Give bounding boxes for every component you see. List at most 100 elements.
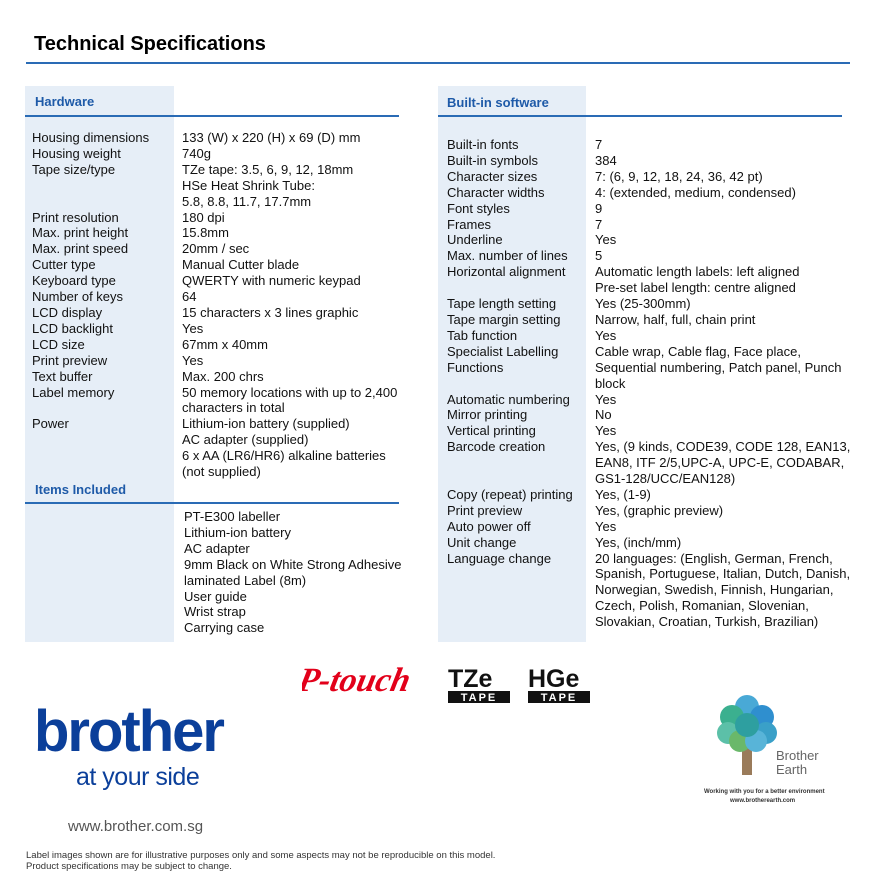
spec-value-line: 7 <box>595 216 603 232</box>
spec-label: Character sizes <box>447 168 538 184</box>
brother-earth-logo <box>700 685 845 815</box>
spec-row: Frames 7 <box>447 217 867 233</box>
spec-label: Vertical printing <box>447 423 536 439</box>
list-item: User guide <box>184 588 247 604</box>
spec-value-line: 133 (W) x 220 (H) x 69 (D) mm <box>182 130 361 145</box>
spec-label: Tape length setting <box>447 296 557 312</box>
spec-value-line: Yes <box>595 518 617 534</box>
spec-value-line: Yes, (inch/mm) <box>595 534 682 550</box>
spec-value: 7 <box>595 137 867 153</box>
spec-label: Label memory <box>32 384 115 400</box>
hge-tape-logo: HGe TAPE <box>528 662 592 709</box>
spec-label: LCD backlight <box>32 320 113 336</box>
spec-row: Label memory 50 memory locations with up … <box>32 385 422 417</box>
spec-value-line: Sequential numbering, Patch panel, Punch <box>595 359 842 375</box>
tze-tape-logo: TZe TAPE <box>448 662 512 709</box>
spec-label: Keyboard type <box>32 273 116 289</box>
spec-row: Functions Sequential numbering, Patch pan… <box>447 360 867 392</box>
spec-value-line: Narrow, half, full, chain print <box>595 311 756 327</box>
spec-value-line: Slovakian, Croatian, Turkish, Brazilian) <box>595 614 819 630</box>
spec-value-line: Automatic length labels: left aligned <box>595 264 800 280</box>
spec-value: Cable wrap, Cable flag, Face place, <box>595 344 867 360</box>
spec-label: LCD size <box>32 336 85 352</box>
title-divider <box>26 62 850 64</box>
spec-value: Yes (25-300mm) <box>595 296 867 312</box>
tree-icon <box>717 695 777 775</box>
spec-value-line: Yes <box>182 320 204 336</box>
spec-value: 64 <box>182 289 422 305</box>
spec-value: Yes, (1-9) <box>595 487 867 503</box>
spec-value-line: Yes, (9 kinds, CODE39, CODE 128, EAN13, <box>595 439 851 455</box>
spec-value: 4: (extended, medium, condensed) <box>595 185 867 201</box>
spec-value: 180 dpi <box>182 210 422 226</box>
spec-value-line: Yes, (1-9) <box>595 486 651 502</box>
spec-value-line: Yes <box>182 352 204 368</box>
spec-row: LCD size 67mm x 40mm <box>32 337 422 353</box>
spec-label: Built-in symbols <box>447 152 539 168</box>
brother-logo: brother <box>34 699 225 764</box>
spec-value-line: Pre-set label length: centre aligned <box>595 280 796 296</box>
spec-row: Keyboard type QWERTY with numeric keypad <box>32 273 422 289</box>
spec-label: Frames <box>447 216 492 232</box>
spec-value-line: Cable wrap, Cable flag, Face place, <box>595 343 801 359</box>
spec-row: Copy (repeat) printing Yes, (1-9) <box>447 487 867 503</box>
list-item: Lithium-ion battery <box>184 524 291 540</box>
spec-row: Vertical printing Yes <box>447 423 867 439</box>
spec-value-line: 740g <box>182 145 211 161</box>
spec-value-line: (not supplied) <box>182 464 261 480</box>
spec-value: Yes <box>182 353 422 369</box>
spec-value-line: 20 languages: (English, German, French, <box>595 550 833 566</box>
software-label-panel <box>438 86 586 642</box>
spec-value: Lithium-ion battery (supplied)AC adapter… <box>182 416 422 480</box>
hge-logo-text: HGe <box>528 665 580 693</box>
spec-label: Cutter type <box>32 257 96 273</box>
spec-value-line: 67mm x 40mm <box>182 336 268 352</box>
spec-label: Tape margin setting <box>447 311 561 327</box>
spec-value: Yes <box>595 423 867 439</box>
spec-label: Underline <box>447 232 503 248</box>
spec-value-line: Yes <box>595 391 617 407</box>
spec-label: Housing dimensions <box>32 130 150 145</box>
hardware-rule <box>25 115 399 117</box>
tze-logo-text: TZe <box>448 665 493 693</box>
ptouch-logo-text: P-touch <box>302 661 414 699</box>
spec-label: Functions <box>447 359 504 375</box>
spec-value-line: 20mm / sec <box>182 241 250 257</box>
spec-value: Yes, (inch/mm) <box>595 535 867 551</box>
spec-label: Max. number of lines <box>447 248 568 264</box>
spec-value: 20mm / sec <box>182 241 422 257</box>
spec-value-line: 4: (extended, medium, condensed) <box>595 184 796 200</box>
spec-value-line: QWERTY with numeric keypad <box>182 273 361 289</box>
spec-row: Housing dimensions 133 (W) x 220 (H) x 69… <box>32 130 422 146</box>
website-link[interactable]: www.brother.com.sg <box>68 818 204 835</box>
spec-value: No <box>595 407 867 423</box>
spec-label: Number of keys <box>32 289 124 305</box>
ptouch-logo: P-touch <box>294 655 437 708</box>
spec-label: Copy (repeat) printing <box>447 486 573 502</box>
list-item: AC adapter <box>184 540 250 556</box>
hardware-heading: Hardware <box>35 94 95 109</box>
spec-value-line: 180 dpi <box>182 209 225 225</box>
spec-value-line: GS1-128/UCC/EAN128) <box>595 471 736 487</box>
spec-value-line: 50 memory locations with up to 2,400 <box>182 384 398 400</box>
spec-label: Character widths <box>447 184 545 200</box>
spec-value-line: Yes, (graphic preview) <box>595 502 724 518</box>
spec-value: Yes, (9 kinds, CODE39, CODE 128, EAN13,E… <box>595 439 867 487</box>
list-item: Wrist strap <box>184 604 246 620</box>
list-item: laminated Label (8m) <box>184 572 307 588</box>
spec-value-line: block <box>595 375 626 391</box>
spec-value-line: HSe Heat Shrink Tube: <box>182 177 315 193</box>
spec-row: LCD backlight Yes <box>32 321 422 337</box>
